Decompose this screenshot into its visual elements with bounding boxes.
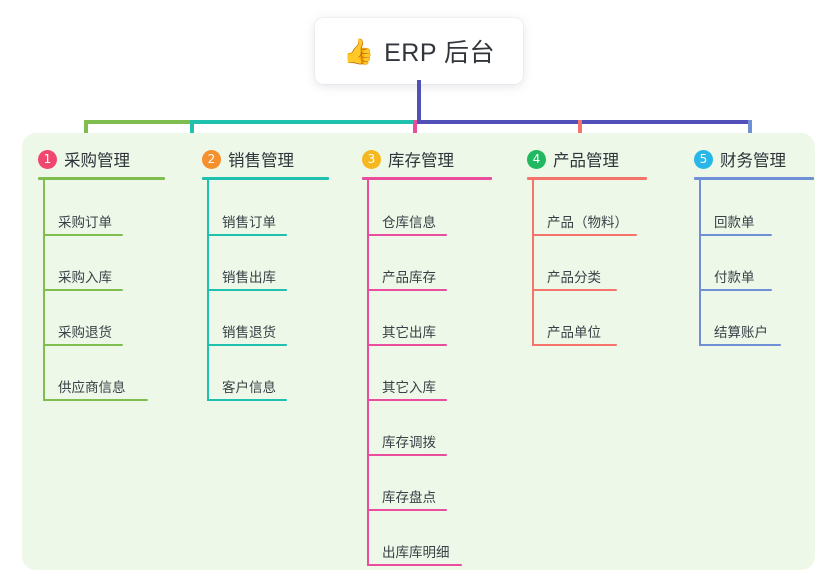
column-item-rule: [367, 289, 447, 291]
thumbs-up-icon: 👍: [342, 36, 375, 66]
column-item[interactable]: 产品分类: [527, 261, 622, 291]
column-item-rule: [532, 234, 637, 236]
column-header-1[interactable]: 1 采购管理: [38, 147, 130, 171]
column-item-rule: [699, 234, 772, 236]
column-item[interactable]: 其它入库: [362, 371, 452, 401]
column-item-label: 产品分类: [547, 270, 601, 285]
diagram-column-1: 1 采购管理采购订单采购入库采购退货供应商信息: [38, 133, 165, 570]
column-item-label: 采购订单: [58, 215, 112, 230]
diagram-column-4: 4 产品管理产品（物料） 产品分类产品单位: [527, 133, 647, 570]
column-item-rule: [367, 564, 462, 566]
diagram-panel: 1 采购管理采购订单采购入库采购退货供应商信息 2 销售管理销售订单销售出库销售退货客…: [22, 133, 815, 570]
column-item-label: 销售出库: [222, 270, 276, 285]
column-item-label: 产品（物料）: [547, 215, 628, 230]
column-item-label: 客户信息: [222, 380, 276, 395]
column-item-rule: [207, 399, 287, 401]
column-item[interactable]: 销售订单: [202, 206, 292, 236]
column-item[interactable]: 产品（物料）: [527, 206, 642, 236]
connector-stem: [417, 80, 421, 124]
column-item[interactable]: 销售出库: [202, 261, 292, 291]
column-item-rule: [367, 454, 447, 456]
column-title: 财务管理: [720, 152, 786, 170]
column-item-label: 回款单: [714, 215, 755, 230]
column-item[interactable]: 其它出库: [362, 316, 452, 346]
column-item-rule: [367, 399, 447, 401]
root-node-label: ERP 后台: [384, 39, 496, 67]
column-title: 库存管理: [388, 152, 454, 170]
column-header-rule: [527, 177, 647, 180]
column-item[interactable]: 客户信息: [202, 371, 292, 401]
diagram-root-node[interactable]: 👍 ERP 后台: [315, 18, 523, 84]
column-item-label: 付款单: [714, 270, 755, 285]
column-item-rule: [43, 399, 148, 401]
column-item-label: 采购退货: [58, 325, 112, 340]
column-title: 采购管理: [64, 152, 130, 170]
column-item[interactable]: 采购退货: [38, 316, 128, 346]
diagram-column-3: 3 库存管理仓库信息产品库存其它出库其它入库库存调拨库存盘点出库库明细: [362, 133, 492, 570]
column-item-rule: [43, 234, 123, 236]
column-number-badge: 1: [38, 149, 57, 169]
column-item-rule: [532, 344, 617, 346]
column-item[interactable]: 库存盘点: [362, 481, 452, 511]
column-header-2[interactable]: 2 销售管理: [202, 147, 294, 171]
column-header-rule: [202, 177, 329, 180]
column-item[interactable]: 库存调拨: [362, 426, 452, 456]
column-item-rule: [43, 289, 123, 291]
column-item-rule: [367, 509, 447, 511]
column-item-rule: [532, 289, 617, 291]
column-item-label: 供应商信息: [58, 380, 126, 395]
column-item-label: 结算账户: [714, 325, 768, 340]
column-item-rule: [367, 344, 447, 346]
column-item-rule: [699, 344, 781, 346]
column-item[interactable]: 供应商信息: [38, 371, 153, 401]
column-header-5[interactable]: 5 财务管理: [694, 147, 786, 171]
column-item[interactable]: 仓库信息: [362, 206, 452, 236]
column-header-rule: [38, 177, 165, 180]
column-item[interactable]: 产品库存: [362, 261, 452, 291]
diagram-column-2: 2 销售管理销售订单销售出库销售退货客户信息: [202, 133, 329, 570]
column-spine: [699, 180, 701, 346]
column-item-rule: [207, 234, 287, 236]
column-item-label: 其它出库: [382, 325, 436, 340]
column-item[interactable]: 销售退货: [202, 316, 292, 346]
column-title: 产品管理: [553, 152, 619, 170]
column-spine: [367, 180, 369, 566]
column-number-badge: 2: [202, 149, 221, 169]
column-item-label: 库存盘点: [382, 490, 436, 505]
column-number-badge: 4: [527, 149, 546, 169]
diagram-column-5: 5 财务管理回款单付款单结算账户: [694, 133, 814, 570]
column-item-rule: [43, 344, 123, 346]
column-item[interactable]: 采购入库: [38, 261, 128, 291]
column-header-rule: [362, 177, 492, 180]
column-item-label: 销售退货: [222, 325, 276, 340]
column-item[interactable]: 出库库明细: [362, 536, 467, 566]
column-item[interactable]: 采购订单: [38, 206, 128, 236]
connector-bar-segment: [190, 120, 415, 124]
column-item-label: 产品库存: [382, 270, 436, 285]
column-header-3[interactable]: 3 库存管理: [362, 147, 454, 171]
column-item-rule: [207, 344, 287, 346]
column-item[interactable]: 结算账户: [694, 316, 786, 346]
column-item-label: 采购入库: [58, 270, 112, 285]
column-item-rule: [207, 289, 287, 291]
column-item[interactable]: 付款单: [694, 261, 777, 291]
connector-bar-segment: [84, 120, 192, 124]
column-item-label: 仓库信息: [382, 215, 436, 230]
column-item-label: 出库库明细: [382, 545, 450, 560]
column-header-4[interactable]: 4 产品管理: [527, 147, 619, 171]
connector-bar-segment: [413, 120, 752, 124]
column-item-rule: [367, 234, 447, 236]
column-spine: [532, 180, 534, 346]
column-item-label: 产品单位: [547, 325, 601, 340]
column-item[interactable]: 回款单: [694, 206, 777, 236]
column-item-label: 库存调拨: [382, 435, 436, 450]
column-item[interactable]: 产品单位: [527, 316, 622, 346]
column-title: 销售管理: [228, 152, 294, 170]
column-item-rule: [699, 289, 772, 291]
column-item-label: 其它入库: [382, 380, 436, 395]
column-header-rule: [694, 177, 814, 180]
column-item-label: 销售订单: [222, 215, 276, 230]
column-number-badge: 3: [362, 149, 381, 169]
column-number-badge: 5: [694, 149, 713, 169]
